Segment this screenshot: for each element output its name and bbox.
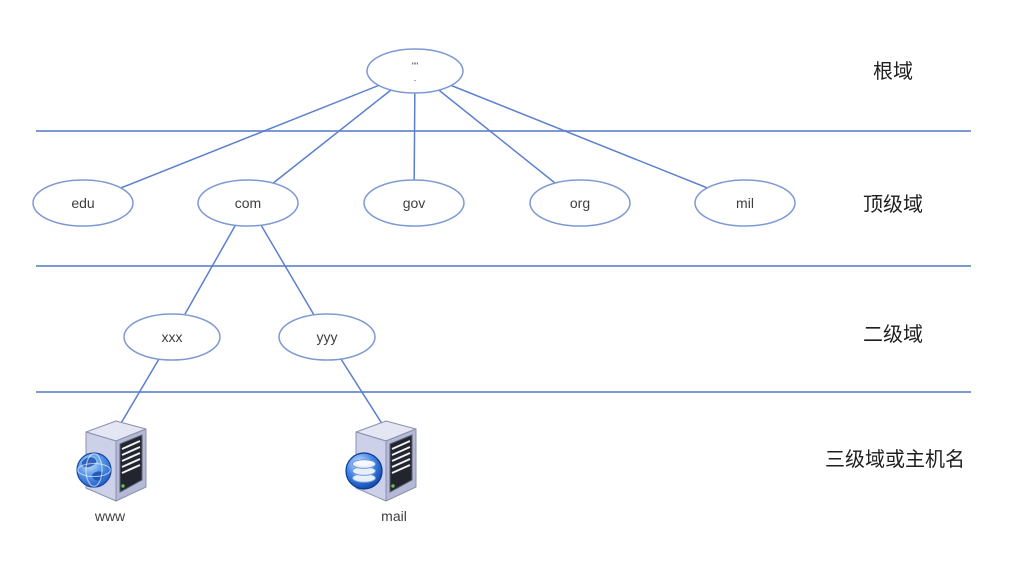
tld-org-label: org (570, 195, 590, 211)
yyy-label: yyy (317, 329, 338, 345)
root-node: "" . (366, 48, 464, 94)
tld-com-label: com (235, 195, 261, 211)
level-label-second: 二级域 (863, 323, 923, 346)
tld-node-gov: gov (363, 179, 465, 227)
level-label-tld: 顶级域 (863, 193, 923, 216)
root-node-label-dot: . (414, 73, 417, 83)
xxx-ellipse (123, 313, 221, 361)
mail-server-icon (345, 420, 417, 502)
root-node-ellipse (366, 48, 464, 94)
xxx-label: xxx (162, 329, 183, 345)
tld-edu-ellipse (32, 179, 134, 227)
server-tower-icon (85, 420, 147, 502)
edge-root-mil (414, 70, 746, 204)
host-label-www: www (94, 508, 126, 524)
host-label-mail: mail (381, 508, 407, 524)
tld-edu-label: edu (71, 195, 94, 211)
second-level-node-yyy: yyy (278, 313, 376, 361)
root-node-label-quotes: "" (412, 61, 418, 71)
globe-icon (76, 452, 112, 488)
edge-root-org (414, 70, 581, 204)
database-icon (345, 452, 383, 490)
tld-com-ellipse (197, 179, 299, 227)
tld-mil-ellipse (694, 179, 796, 227)
tld-gov-ellipse (363, 179, 465, 227)
tld-mil-label: mil (736, 195, 754, 211)
edge-root-com (247, 70, 416, 204)
second-level-node-xxx: xxx (123, 313, 221, 361)
level-label-root: 根域 (873, 60, 913, 83)
level-label-host: 三级域或主机名 (825, 448, 965, 471)
tld-gov-label: gov (403, 195, 426, 211)
tld-node-mil: mil (694, 179, 796, 227)
edge-root-edu (82, 70, 416, 204)
www-server-icon (76, 420, 147, 502)
tld-node-org: org (529, 179, 631, 227)
tld-org-ellipse (529, 179, 631, 227)
tld-node-edu: edu (32, 179, 134, 227)
tld-node-com: com (197, 179, 299, 227)
yyy-ellipse (278, 313, 376, 361)
